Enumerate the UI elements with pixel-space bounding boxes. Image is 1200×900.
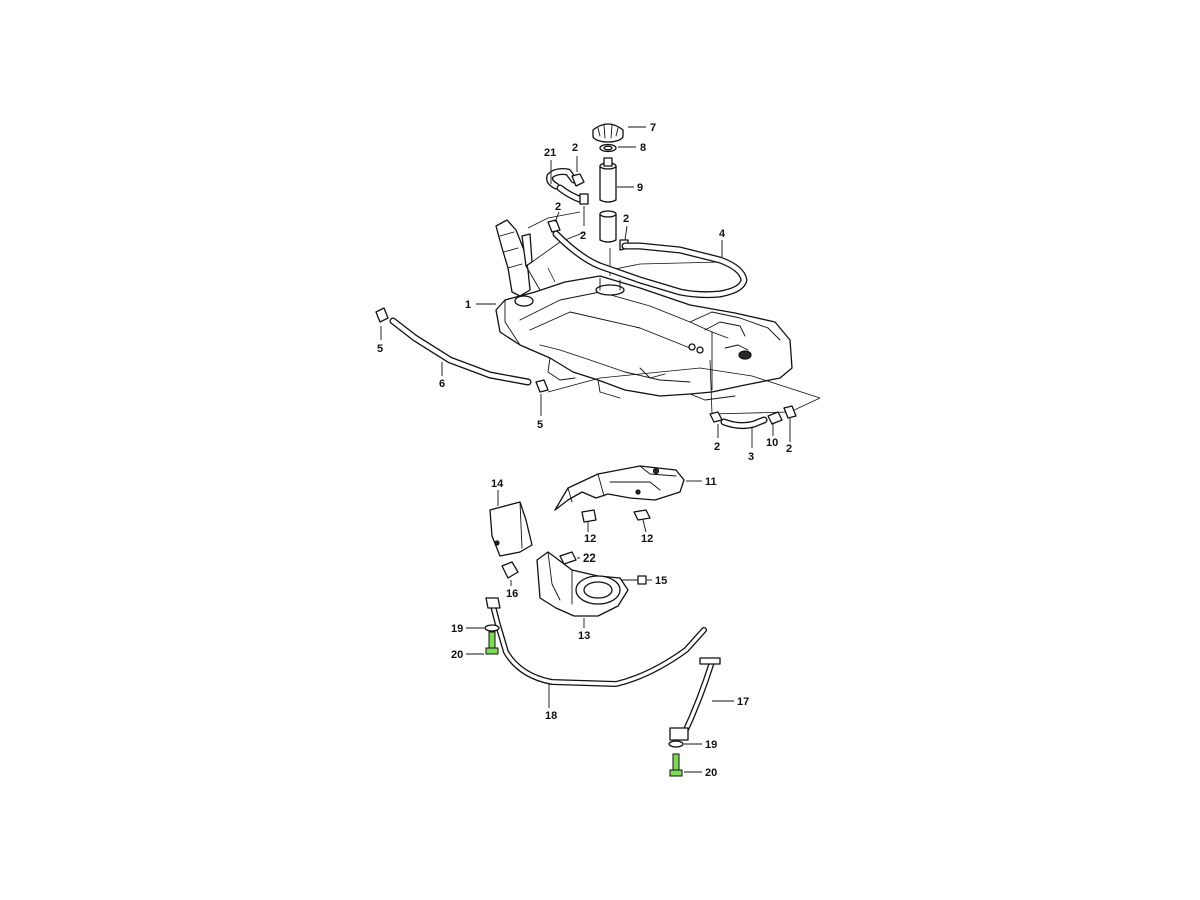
callout-16: 16 [506,588,518,600]
callout-2-right-upper: 2 [623,213,629,225]
strap-bolt-right [669,753,683,777]
callout-1: 1 [465,299,471,311]
drain-hose-assembly [375,307,549,393]
callout-17: 17 [737,696,749,708]
callout-6: 6 [439,378,445,390]
cap-gasket [599,143,617,153]
callout-11: 11 [705,476,717,488]
filler-cap [592,123,624,143]
vent-hose-long [552,230,748,299]
callout-3: 3 [748,451,754,463]
shield-clips [581,509,651,523]
strap-washer-left [484,624,500,632]
callout-2-lower-right: 2 [786,443,792,455]
callout-22: 22 [583,553,596,565]
callout-labels: 7 8 9 2 21 2 2 2 4 1 5 6 5 2 10 2 3 11 1… [377,122,792,779]
filler-neck [495,219,541,297]
callout-18: 18 [545,710,557,722]
callout-5-left: 5 [377,343,383,355]
callout-2-left-upper: 2 [555,201,561,213]
callout-15: 15 [655,575,667,587]
callout-19-left: 19 [451,623,463,635]
callout-2-lower-left: 2 [714,441,720,453]
callout-9: 9 [637,182,643,194]
callout-20-left: 20 [451,649,463,661]
callout-7: 7 [650,122,656,134]
tank-strap-right [669,657,721,741]
lower-guard [536,551,629,617]
callout-10: 10 [766,437,778,449]
rubber-grommet [501,561,519,579]
leader-lines [380,126,791,773]
strap-washer-right [668,740,684,748]
strap-bolt-left [485,631,499,655]
callout-19-right: 19 [705,739,717,751]
callout-5-center: 5 [537,419,543,431]
tank-strap-left [485,597,707,687]
callout-12-right: 12 [641,533,653,545]
heat-shield-upper [554,465,685,511]
side-shield [489,501,533,557]
callout-2-cap: 2 [572,142,578,154]
callout-21: 21 [544,147,556,159]
return-hose-assembly [709,405,797,430]
fuel-tank [495,275,793,401]
callout-8: 8 [640,142,646,154]
filler-pipe [599,157,617,243]
callout-4: 4 [719,228,726,240]
callout-2-center: 2 [580,230,586,242]
callout-20-right: 20 [705,767,717,779]
assembly-lines [527,168,821,415]
callout-14: 14 [491,478,504,490]
guard-screw [621,575,647,585]
callout-12-left: 12 [584,533,596,545]
callout-13: 13 [578,630,590,642]
mounting-bracket [559,551,577,565]
